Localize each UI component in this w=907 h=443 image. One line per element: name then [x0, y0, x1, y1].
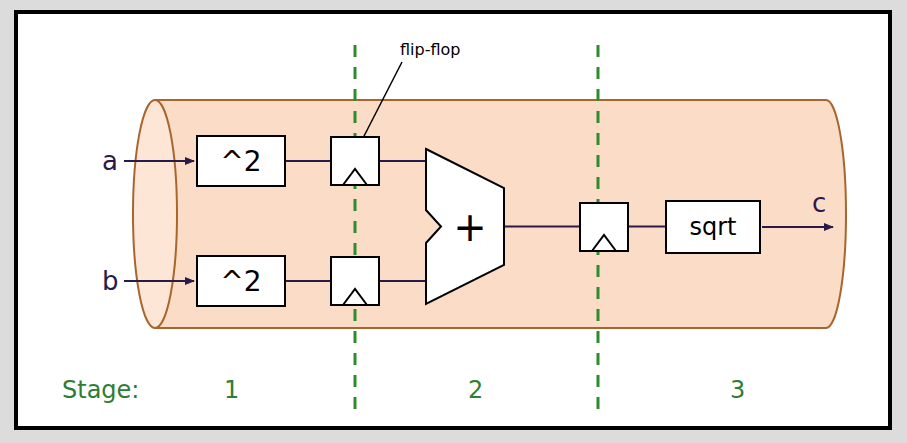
- adder-outline: [426, 149, 504, 304]
- stage-caption: Stage:: [62, 378, 139, 402]
- cylinder-end: [133, 100, 177, 328]
- adder-shape: +: [425, 148, 505, 305]
- node-text: sqrt: [689, 213, 736, 241]
- square-box: ^2: [196, 135, 286, 187]
- stage-number: 2: [468, 378, 483, 402]
- frame: [16, 12, 890, 428]
- node-text: ^2: [220, 145, 261, 178]
- signal-name: c: [812, 190, 826, 216]
- node-text: ^2: [220, 265, 261, 298]
- signal-name: a: [102, 148, 118, 174]
- square-box: ^2: [196, 255, 286, 307]
- input-arrow: [124, 160, 194, 162]
- clock-triangle: [343, 289, 367, 305]
- clock-triangle: [592, 235, 616, 251]
- stage-number: 3: [730, 378, 745, 402]
- flip-flop-symbol: [580, 203, 628, 251]
- output-arrow: [762, 226, 833, 228]
- sqrt-box: sqrt: [665, 200, 761, 254]
- stage-number: 1: [224, 378, 239, 402]
- stage-divider: [354, 45, 357, 410]
- flip-flop-symbol: [331, 137, 379, 185]
- input-arrow: [124, 280, 194, 282]
- callout-label: flip-flop: [400, 42, 460, 58]
- flip-flop-symbol: [331, 257, 379, 305]
- node-text: +: [453, 204, 487, 250]
- clock-triangle: [343, 169, 367, 185]
- signal-name: b: [102, 268, 119, 294]
- pipeline-cylinder: [155, 100, 846, 328]
- leader-line: [362, 62, 402, 140]
